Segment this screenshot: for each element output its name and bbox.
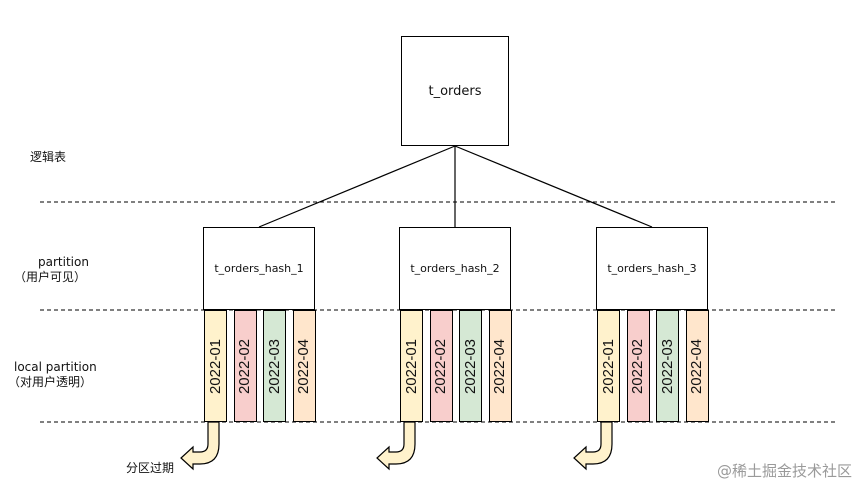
partition-box-1: t_orders_hash_1 — [203, 227, 315, 310]
root-table-label: t_orders — [428, 83, 482, 99]
local-partition-cell: 2022-01 — [597, 310, 620, 422]
local-partition-cell: 2022-03 — [459, 310, 482, 422]
expire-arrow-icon — [573, 421, 613, 471]
local-partition-cell: 2022-02 — [233, 310, 257, 422]
local-partition-label: 2022-01 — [207, 338, 224, 394]
layer-label-partition-line2: （用户可见） — [14, 270, 87, 284]
expire-label: 分区过期 — [126, 461, 175, 475]
partition-label: t_orders_hash_3 — [607, 262, 697, 275]
partition-label: t_orders_hash_2 — [410, 262, 500, 275]
partition-box-3: t_orders_hash_3 — [596, 227, 708, 310]
local-partition-cell: 2022-04 — [685, 310, 709, 422]
local-partition-cell: 2022-01 — [400, 310, 423, 422]
local-partition-label: 2022-03 — [266, 338, 283, 394]
connector-line-3 — [454, 145, 653, 228]
local-partition-label: 2022-03 — [659, 338, 676, 394]
layer-label-local-line1: local partition — [14, 360, 97, 374]
local-partition-label: 2022-04 — [295, 338, 313, 394]
partition-label: t_orders_hash_1 — [214, 262, 304, 275]
layer-label-logical: 逻辑表 — [30, 150, 67, 164]
layer-label-partition-line1: partition — [38, 255, 89, 269]
local-partition-cell: 2022-04 — [488, 310, 512, 422]
expire-arrow-icon — [180, 421, 220, 471]
local-partition-cell: 2022-04 — [292, 310, 316, 422]
local-partition-label: 2022-02 — [236, 338, 254, 394]
expire-arrow-icon — [376, 421, 416, 471]
local-partition-cell: 2022-02 — [429, 310, 453, 422]
local-partition-cell: 2022-01 — [204, 310, 227, 422]
local-partition-cell: 2022-03 — [656, 310, 679, 422]
local-partition-cell: 2022-02 — [626, 310, 650, 422]
connector-line-1 — [258, 145, 456, 228]
layer-label-partition: partition （用户可见） — [14, 255, 89, 285]
local-partition-label: 2022-01 — [600, 338, 617, 394]
layer-label-local-line2: （对用户透明） — [8, 375, 93, 389]
local-partition-label: 2022-02 — [629, 338, 647, 394]
root-table-box: t_orders — [401, 36, 509, 146]
local-partition-cell: 2022-03 — [263, 310, 286, 422]
local-partition-label: 2022-01 — [403, 338, 420, 394]
local-partition-label: 2022-04 — [491, 338, 509, 394]
local-partition-label: 2022-04 — [688, 338, 706, 394]
layer-label-local: local partition （对用户透明） — [8, 360, 97, 390]
local-partition-label: 2022-02 — [432, 338, 450, 394]
partition-box-2: t_orders_hash_2 — [399, 227, 511, 310]
watermark: @稀土掘金技术社区 — [716, 462, 852, 480]
local-partition-label: 2022-03 — [462, 338, 479, 394]
